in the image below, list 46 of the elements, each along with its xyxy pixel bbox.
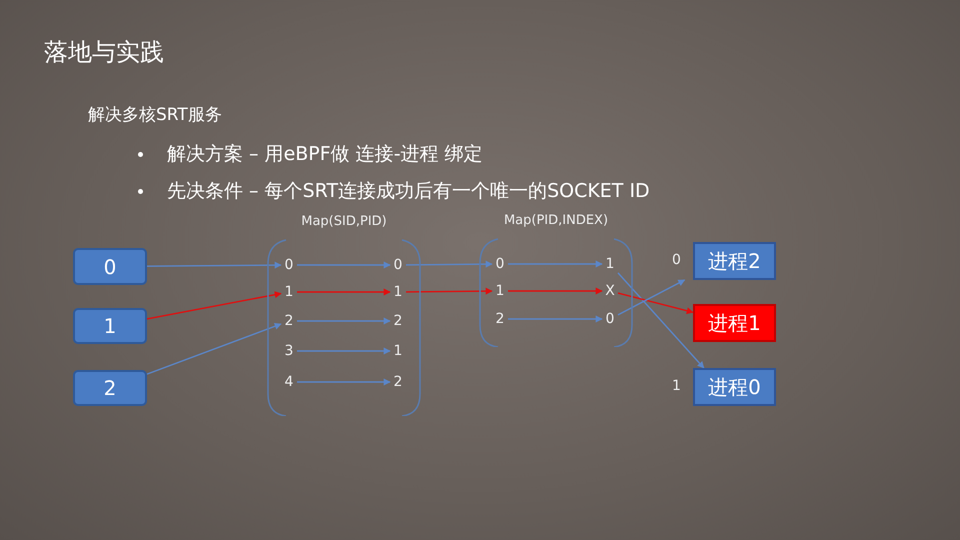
index-label: 1 — [672, 378, 681, 394]
map-entry-text: 1 — [390, 281, 406, 303]
map-entry-text: 4 — [281, 371, 297, 393]
arrow — [508, 288, 603, 294]
arrow — [297, 348, 391, 354]
process-box: 1 — [73, 308, 147, 344]
map-entry-text: X — [602, 280, 618, 302]
map-entry-text: 0 — [602, 308, 618, 330]
map-entry-text: 0 — [281, 254, 297, 276]
map-entry-text: 1 — [602, 253, 618, 275]
process-box: 2 — [73, 370, 147, 406]
arrow — [297, 262, 391, 268]
arrow — [297, 288, 391, 296]
process-box: 进程1 — [693, 304, 776, 342]
arrow — [508, 316, 603, 322]
map-entry-text: 1 — [390, 340, 406, 362]
process-box: 进程0 — [693, 368, 776, 406]
section-heading: 解决多核SRT服务 — [88, 104, 222, 126]
map-entry-text: 3 — [281, 340, 297, 362]
arrow — [406, 288, 493, 295]
arrow — [147, 262, 282, 269]
map-entry-text: 0 — [492, 253, 508, 275]
arrow — [617, 272, 704, 369]
slide-title: 落地与实践 — [44, 37, 164, 68]
map-entry-text: 2 — [492, 308, 508, 330]
map-entry-text: 2 — [281, 310, 297, 332]
map-heading: Map(SID,PID) — [300, 214, 388, 229]
arrow — [508, 260, 603, 268]
bullet-text: 先决条件 – 每个SRT连接成功后有一个唯一的SOCKET ID — [167, 179, 650, 204]
map-heading: Map(PID,INDEX) — [502, 213, 610, 228]
arrow — [618, 292, 694, 314]
map-entry-text: 1 — [281, 281, 297, 303]
arrow — [146, 322, 282, 375]
arrow — [406, 260, 493, 268]
map-entry-text: 2 — [390, 371, 406, 393]
process-box: 0 — [73, 248, 147, 285]
map-entry-text: 0 — [390, 254, 406, 276]
map-entry-text: 1 — [492, 280, 508, 302]
bullet-text: 解决方案 – 用eBPF做 连接-进程 绑定 — [167, 142, 483, 167]
arrow — [297, 378, 391, 386]
arrow — [618, 279, 686, 316]
map-entry-text: 2 — [390, 310, 406, 332]
index-label: 0 — [672, 252, 681, 268]
process-box: 进程2 — [693, 242, 776, 280]
arrow — [146, 291, 282, 320]
arrow — [297, 318, 391, 324]
